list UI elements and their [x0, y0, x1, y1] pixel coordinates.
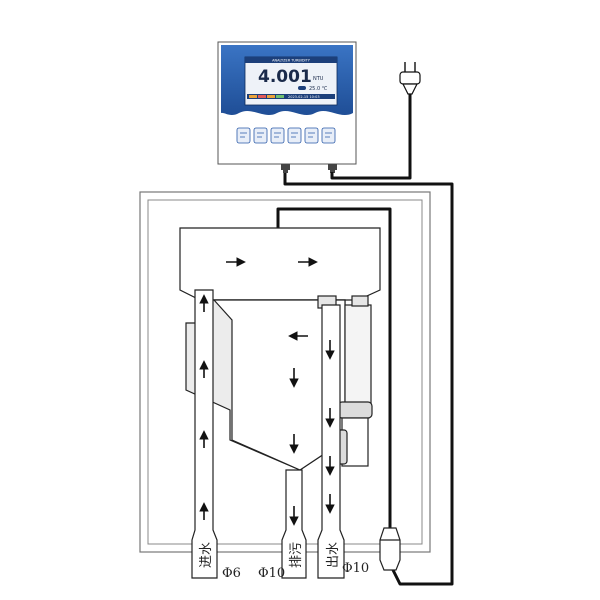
sensor-cable-loop: [276, 207, 392, 530]
inlet-label: 进水: [199, 542, 214, 568]
temperature-reading: 25.0 ℃: [309, 86, 328, 92]
keypad-button[interactable]: [253, 127, 268, 144]
keypad-button-icon: [308, 132, 315, 138]
keypad-button-icon: [257, 132, 264, 138]
keypad-button[interactable]: [236, 127, 251, 144]
drain-size: Φ10: [258, 566, 285, 581]
keypad-button[interactable]: [321, 127, 336, 144]
sensor-cable: [283, 173, 454, 586]
sensor-tube: [344, 304, 372, 411]
reading-unit: NTU: [313, 76, 324, 82]
keypad-button-icon: [291, 132, 298, 138]
cable-glands: [281, 164, 337, 173]
outlet-size: Φ10: [342, 561, 369, 576]
flow-cell: [179, 227, 381, 471]
keypad-button-icon: [274, 132, 281, 138]
keypad-button-icon: [240, 132, 247, 138]
flow-cell-top-block: [179, 227, 381, 301]
power-cable: [330, 94, 412, 180]
screen-status-left: 2023-02-15 10:03: [288, 95, 320, 99]
pipes: [191, 289, 401, 579]
keypad-button[interactable]: [270, 127, 285, 144]
inlet-size: Φ6: [222, 566, 241, 581]
controller-unit: ANALYZER TURBIDITY 4.001 NTU 25.0 ℃ 2023…: [217, 41, 357, 173]
keypad-button-icon: [325, 132, 332, 138]
keypad-button[interactable]: [304, 127, 319, 144]
keypad-button[interactable]: [287, 127, 302, 144]
flow-arrows: [199, 257, 335, 526]
controller-keypad: [236, 127, 336, 144]
screen-status-chips: [249, 95, 284, 98]
controller-screen: ANALYZER TURBIDITY 4.001 NTU 25.0 ℃ 2023…: [244, 56, 338, 106]
screen-brand-line: ANALYZER TURBIDITY: [272, 59, 311, 63]
reading-value: 4.001: [258, 67, 312, 87]
port-labels: 进水 排污 出水 Φ6 Φ10 Φ10: [199, 542, 369, 581]
cable-gland: [379, 527, 401, 571]
drain-label: 排污: [289, 542, 304, 568]
outlet-label: 出水: [326, 542, 341, 568]
cables: [276, 94, 454, 586]
power-plug: [399, 62, 421, 95]
outlet-pipe: [317, 304, 345, 579]
